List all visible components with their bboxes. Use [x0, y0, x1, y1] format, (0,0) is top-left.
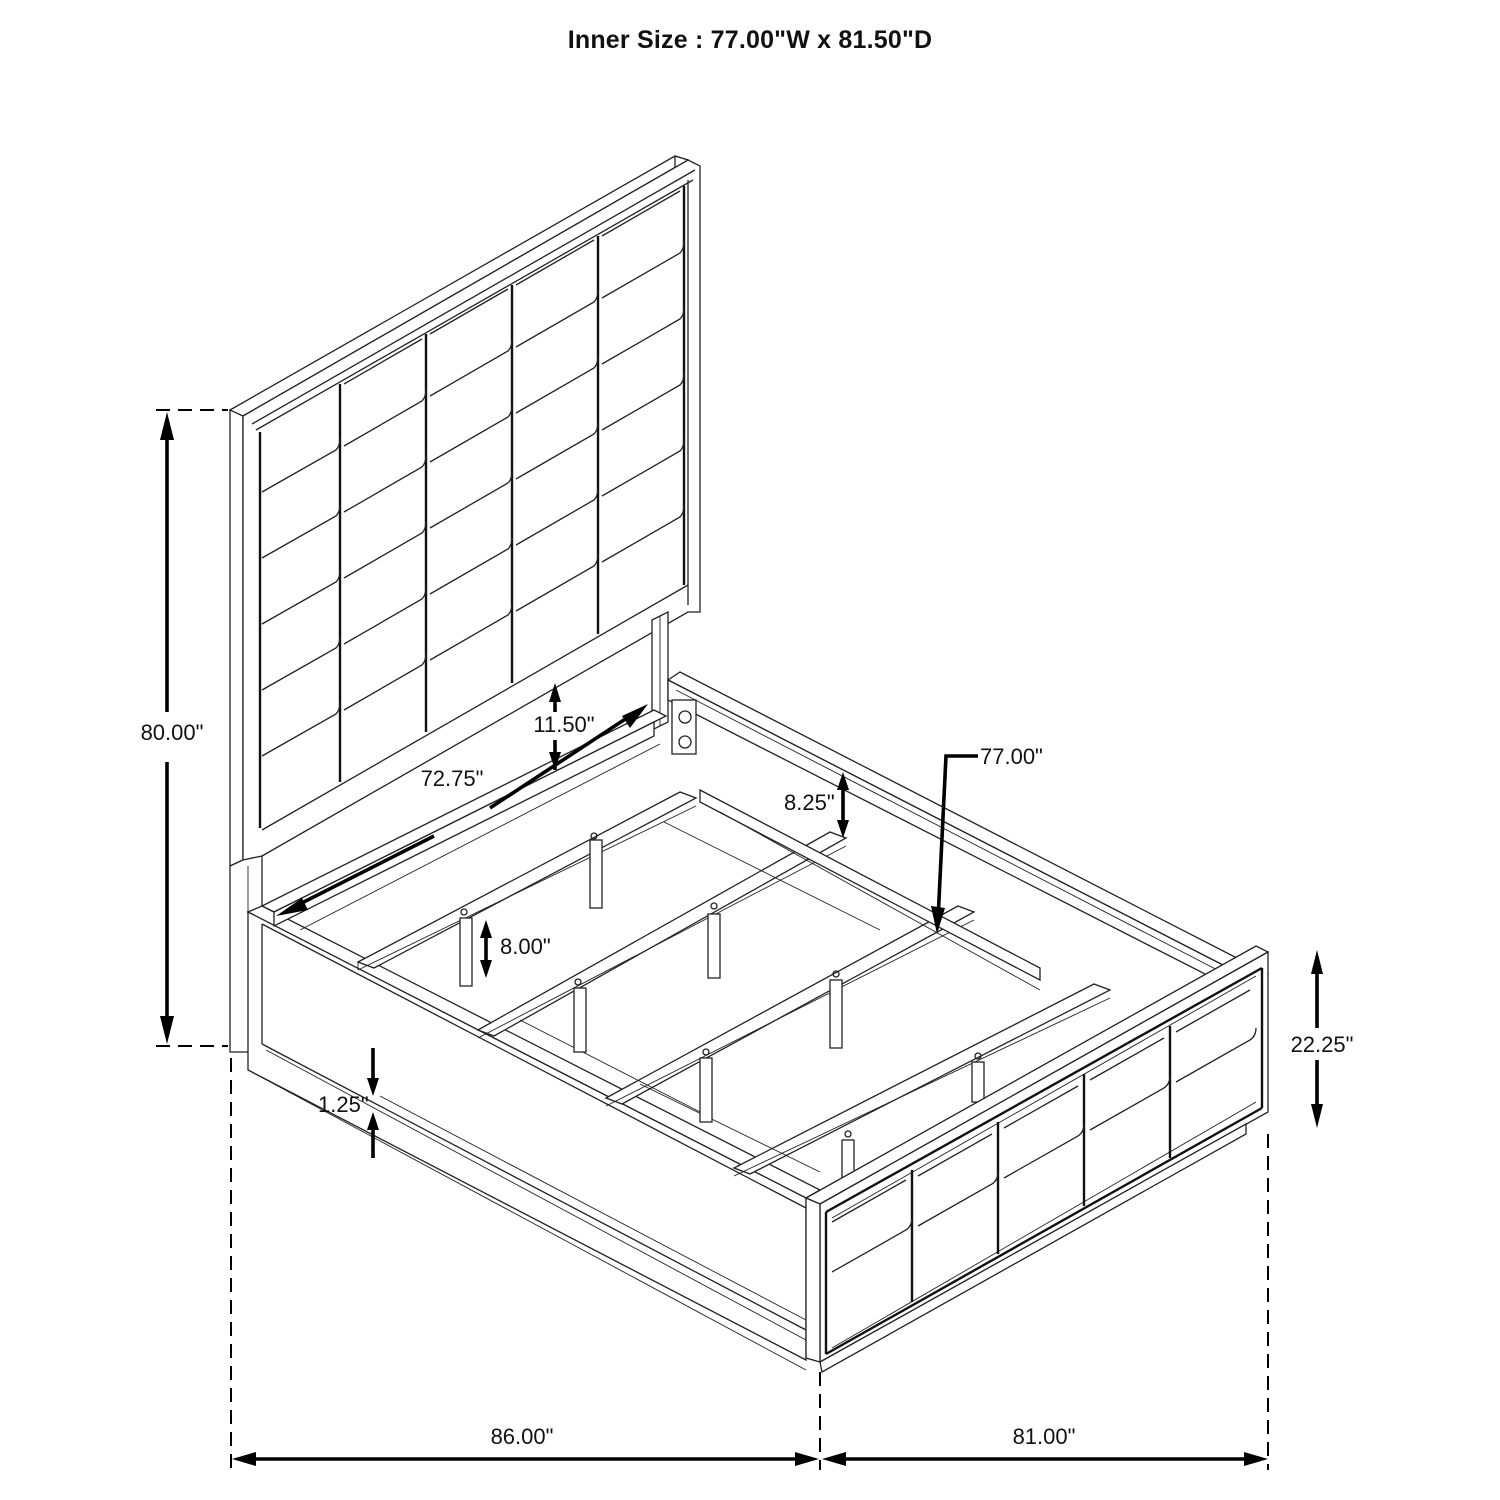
label-22-25: 22.25"	[1291, 1032, 1354, 1057]
label-77: 77.00"	[980, 744, 1043, 769]
dimension-headboard-clearance: 11.50"	[533, 683, 595, 770]
dimension-slat-width: 77.00"	[931, 744, 1043, 934]
drawing-title: Inner Size : 77.00"W x 81.50"D	[567, 26, 933, 54]
label-1-25: 1.25"	[318, 1092, 369, 1117]
label-72-75: 72.75"	[421, 766, 484, 791]
footboard	[804, 945, 1270, 1374]
label-11-50: 11.50"	[533, 712, 594, 737]
dimension-support-leg-height: 8.00"	[480, 920, 551, 978]
headboard-tufted-panels	[261, 186, 686, 782]
dimension-footboard-height: 22.25"	[1291, 950, 1354, 1128]
headboard	[228, 155, 701, 1053]
footboard-tufted-panels	[831, 989, 1257, 1302]
label-8-25: 8.25"	[784, 790, 835, 815]
label-86: 86.00"	[491, 1424, 554, 1449]
label-81: 81.00"	[1013, 1424, 1076, 1449]
center-support-legs	[459, 839, 985, 1181]
far-side-rail	[666, 671, 1270, 1002]
dimension-rail-length: 72.75"	[276, 704, 648, 916]
label-80: 80.00"	[141, 720, 204, 745]
slats	[356, 788, 1112, 1177]
dimension-headboard-height: 80.00"	[141, 409, 228, 1047]
dimension-ground-clearance: 1.25"	[318, 1048, 379, 1158]
dimension-overall: 86.00" 81.00"	[230, 1058, 1269, 1470]
dimension-rail-height: 8.25"	[784, 772, 849, 838]
label-8-00: 8.00"	[500, 934, 551, 959]
